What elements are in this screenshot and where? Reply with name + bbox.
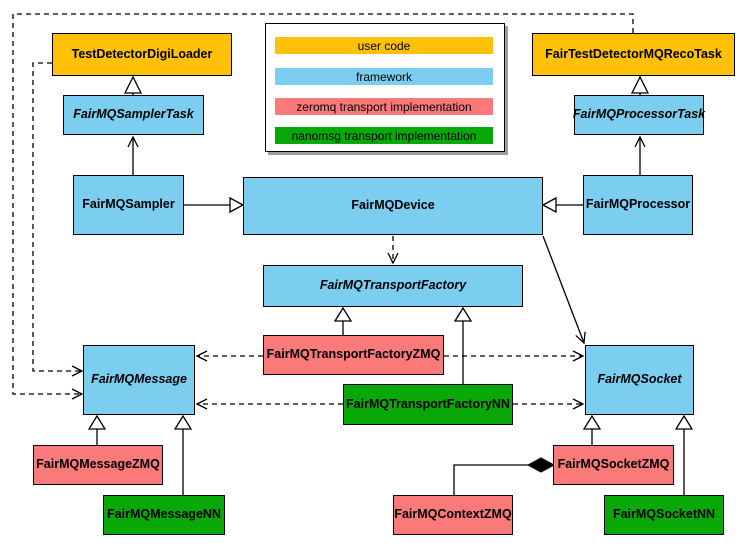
triangle-processortask-recotask [630, 75, 650, 94]
node-fairmqcontextzmq: FairMQContextZMQ [393, 495, 513, 535]
node-fairmqmessagenn: FairMQMessageNN [103, 495, 225, 535]
node-fairmqsamplertask: FairMQSamplerTask [63, 95, 204, 135]
composition-diamond-socketzmq [526, 457, 556, 473]
legend-label: nanomsg transport implementation [291, 128, 477, 143]
node-fairmqsampler: FairMQSampler [73, 175, 184, 235]
node-fairmqdevice: FairMQDevice [243, 177, 543, 235]
node-testdetectordigiloader: TestDetectorDigiLoader [52, 33, 232, 76]
triangle-messagenn-message [173, 414, 193, 430]
legend-item-user-code: user code [275, 37, 493, 54]
triangle-factoryzmq-factory [333, 306, 353, 322]
triangle-socketzmq-socket [582, 414, 602, 430]
node-fairtestdetectormqrecotask: FairTestDetectorMQRecoTask [532, 33, 735, 76]
node-fairmqtransportfactoryzmq: FairMQTransportFactoryZMQ [263, 335, 444, 375]
node-fairmqmessagezmq: FairMQMessageZMQ [33, 445, 163, 485]
legend-item-framework: framework [275, 68, 493, 85]
legend-label: user code [357, 38, 411, 53]
legend-item-nanomsg: nanomsg transport implementation [275, 127, 493, 144]
triangle-processor-device [541, 196, 557, 214]
node-fairmqsocketzmq: FairMQSocketZMQ [553, 445, 674, 485]
node-fairmqmessage: FairMQMessage [83, 345, 195, 415]
legend-label: zeromq transport implementation [296, 99, 472, 114]
triangle-messagezmq-message [87, 414, 107, 430]
line-contextzmq-socketzmq [453, 464, 528, 495]
triangle-factorynn-factory [453, 306, 473, 322]
triangle-samplertask-digiloader [123, 75, 143, 94]
arrow-device-socket [542, 235, 586, 345]
node-fairmqtransportfactory: FairMQTransportFactory [263, 265, 523, 307]
legend: user code framework zeromq transport imp… [265, 23, 505, 152]
triangle-socketnn-socket [674, 414, 694, 430]
node-fairmqprocessor: FairMQProcessor [583, 175, 693, 235]
node-fairmqtransportfactorynn: FairMQTransportFactoryNN [343, 384, 513, 425]
node-fairmqsocketnn: FairMQSocketNN [604, 495, 724, 535]
legend-label: framework [355, 69, 412, 84]
node-fairmqprocessortask: FairMQProcessorTask [573, 95, 705, 135]
legend-item-zeromq: zeromq transport implementation [275, 98, 493, 115]
triangle-sampler-device [229, 196, 245, 214]
node-fairmqsocket: FairMQSocket [585, 345, 694, 415]
